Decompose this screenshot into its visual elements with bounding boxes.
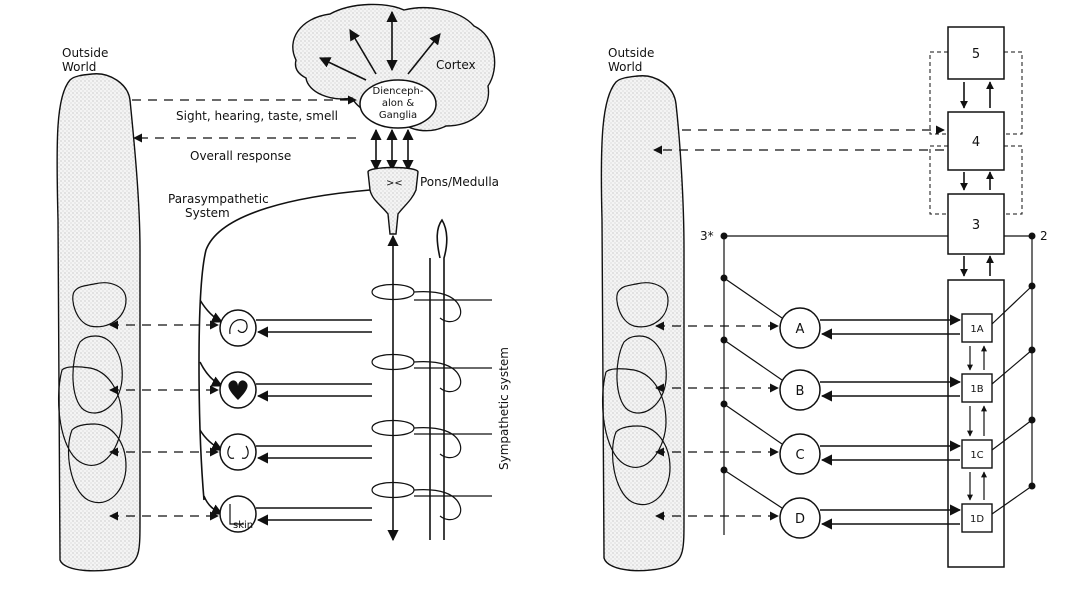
level-3-label: 3 xyxy=(972,218,980,233)
subsystem-label: 1B xyxy=(970,384,983,395)
parasympathetic-label: Parasympathetic xyxy=(168,192,269,206)
organ-outline xyxy=(72,335,123,414)
subsystem-1c-box xyxy=(961,439,993,469)
sympathetic-label: Sympathetic system xyxy=(497,347,511,470)
organ-outline xyxy=(57,366,123,466)
subsystem-label: 1D xyxy=(970,514,984,525)
subsystem-label: 1C xyxy=(970,450,983,461)
organ-outline xyxy=(72,282,127,328)
spinal-segments xyxy=(371,283,492,521)
left-diagram: Outside World Cortex Dienceph- alon & Ga… xyxy=(56,3,511,572)
diencephalon-shape xyxy=(359,79,437,129)
diencephalon-label: Ganglia xyxy=(379,110,417,121)
subsystem-1a-box xyxy=(961,313,993,343)
skin-label: skin xyxy=(233,520,253,531)
right-diagram: Outside World 5 4 3 1A 1B 1C xyxy=(600,26,1048,572)
organ-kidney-circle xyxy=(219,433,257,471)
organ-node-b xyxy=(779,369,821,411)
senses-label: Sight, hearing, taste, smell xyxy=(176,109,338,123)
organ-node-label: A xyxy=(796,322,805,337)
organ-nodes: A B C D xyxy=(779,307,821,539)
level-3-box xyxy=(947,193,1005,255)
level-5-box xyxy=(947,26,1005,80)
diencephalon-label: Dienceph- xyxy=(373,86,424,97)
overall-response-label: Overall response xyxy=(190,149,291,163)
level-4-box xyxy=(947,111,1005,171)
organ-node-a xyxy=(779,307,821,349)
organ-outline xyxy=(67,423,127,504)
subsystem-label: 1A xyxy=(970,324,983,335)
diencephalon-label: alon & xyxy=(382,98,415,109)
organ-node-label: B xyxy=(796,384,805,399)
organ-node-label: C xyxy=(795,448,804,463)
subsystem-1d-box xyxy=(961,503,993,533)
organ-row: skin xyxy=(219,309,257,533)
node-3star-label: 3* xyxy=(700,229,714,243)
node-2-label: 2 xyxy=(1040,229,1048,243)
pons-medulla-shape xyxy=(367,166,419,235)
outside-world-label: Outside xyxy=(608,46,654,60)
outside-world-label: World xyxy=(62,60,96,74)
level-4-label: 4 xyxy=(972,135,980,150)
outside-world-label: Outside xyxy=(62,46,108,60)
organ-node-c xyxy=(779,433,821,475)
organ-node-d xyxy=(779,497,821,539)
organ-node-label: D xyxy=(795,512,805,527)
subsystem-1b-box xyxy=(961,373,993,403)
heart-icon xyxy=(228,380,248,400)
cortex-label: Cortex xyxy=(436,58,476,72)
organ-eye-circle xyxy=(219,309,257,347)
pons-symbol: >< xyxy=(386,178,403,189)
outside-world-label: World xyxy=(608,60,642,74)
pons-medulla-label: Pons/Medulla xyxy=(420,175,499,189)
parasympathetic-label: System xyxy=(185,206,230,220)
outside-world-shape xyxy=(56,73,141,572)
level-5-label: 5 xyxy=(972,47,980,62)
organ-skin-circle xyxy=(219,495,257,533)
